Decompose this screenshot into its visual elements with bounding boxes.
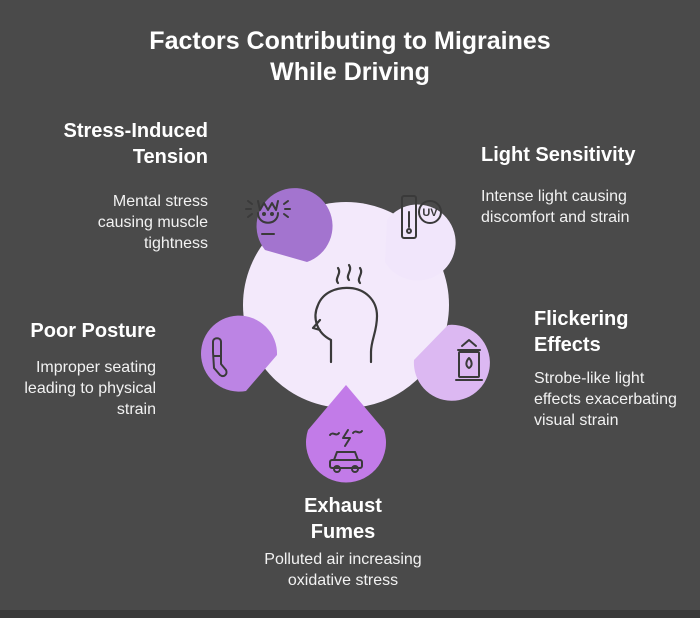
uv-sensor-icon [401,195,442,239]
flicker-description: Strobe-like light effects exacerbating v… [534,368,696,431]
exhaust-title-line-2: Fumes [310,521,376,543]
exhaust-title-line-1: Exhaust [304,495,382,517]
exhaust-node [306,385,387,483]
head-steam-icon [311,263,379,364]
light-title: Light Sensitivity [481,142,681,168]
stress-desc-line-1: Mental stress [112,193,208,210]
stress-desc-line-3: tightness [143,235,208,252]
flicker-desc-line-3: visual strain [534,412,619,429]
stress-description: Mental stress causing muscle tightness [40,191,208,254]
stressed-face-icon [245,200,291,235]
light-title-line-1: Light Sensitivity [481,144,636,166]
lantern-icon [455,339,483,381]
flicker-teardrop [413,324,490,401]
posture-title-line-1: Poor Posture [30,320,156,342]
bottom-strip [0,610,700,618]
stress-desc-line-2: causing muscle [97,214,208,231]
exhaust-desc-line-1: Polluted air increasing [264,551,422,568]
seat-icon [212,337,228,378]
exhaust-title: Exhaust Fumes [243,493,443,545]
posture-node [201,315,278,392]
car-fumes-icon [329,429,363,473]
exhaust-description: Polluted air increasing oxidative stress [223,549,463,591]
page-title: Factors Contributing to Migraines While … [0,26,700,88]
exhaust-desc-line-2: oxidative stress [287,572,399,589]
posture-desc-line-1: Improper seating [35,359,156,376]
posture-desc-line-2: leading to physical [24,380,156,397]
posture-title: Poor Posture [0,318,156,344]
posture-desc-line-3: strain [116,401,156,418]
stress-teardrop [256,188,333,262]
uv-glyph: UV [422,207,438,219]
flicker-node [413,324,490,401]
stress-title: Stress-Induced Tension [20,118,208,170]
light-desc-line-2: discomfort and strain [481,209,630,226]
flicker-title-line-2: Effects [534,334,601,356]
posture-description: Improper seating leading to physical str… [0,357,156,420]
flicker-desc-line-2: effects exacerbating [534,391,677,408]
posture-teardrop [201,315,278,392]
stress-title-line-1: Stress-Induced [63,120,208,142]
flicker-desc-line-1: Strobe-like light [534,370,645,387]
flicker-title: Flickering Effects [534,306,684,358]
light-description: Intense light causing discomfort and str… [481,186,681,228]
flicker-title-line-1: Flickering [534,308,629,330]
light-node: UV [385,195,456,281]
stress-title-line-2: Tension [132,146,208,168]
title-line-1: Factors Contributing to Migraines [149,27,551,55]
title-line-2: While Driving [270,58,430,86]
light-desc-line-1: Intense light causing [481,188,627,205]
stress-node [245,188,333,262]
